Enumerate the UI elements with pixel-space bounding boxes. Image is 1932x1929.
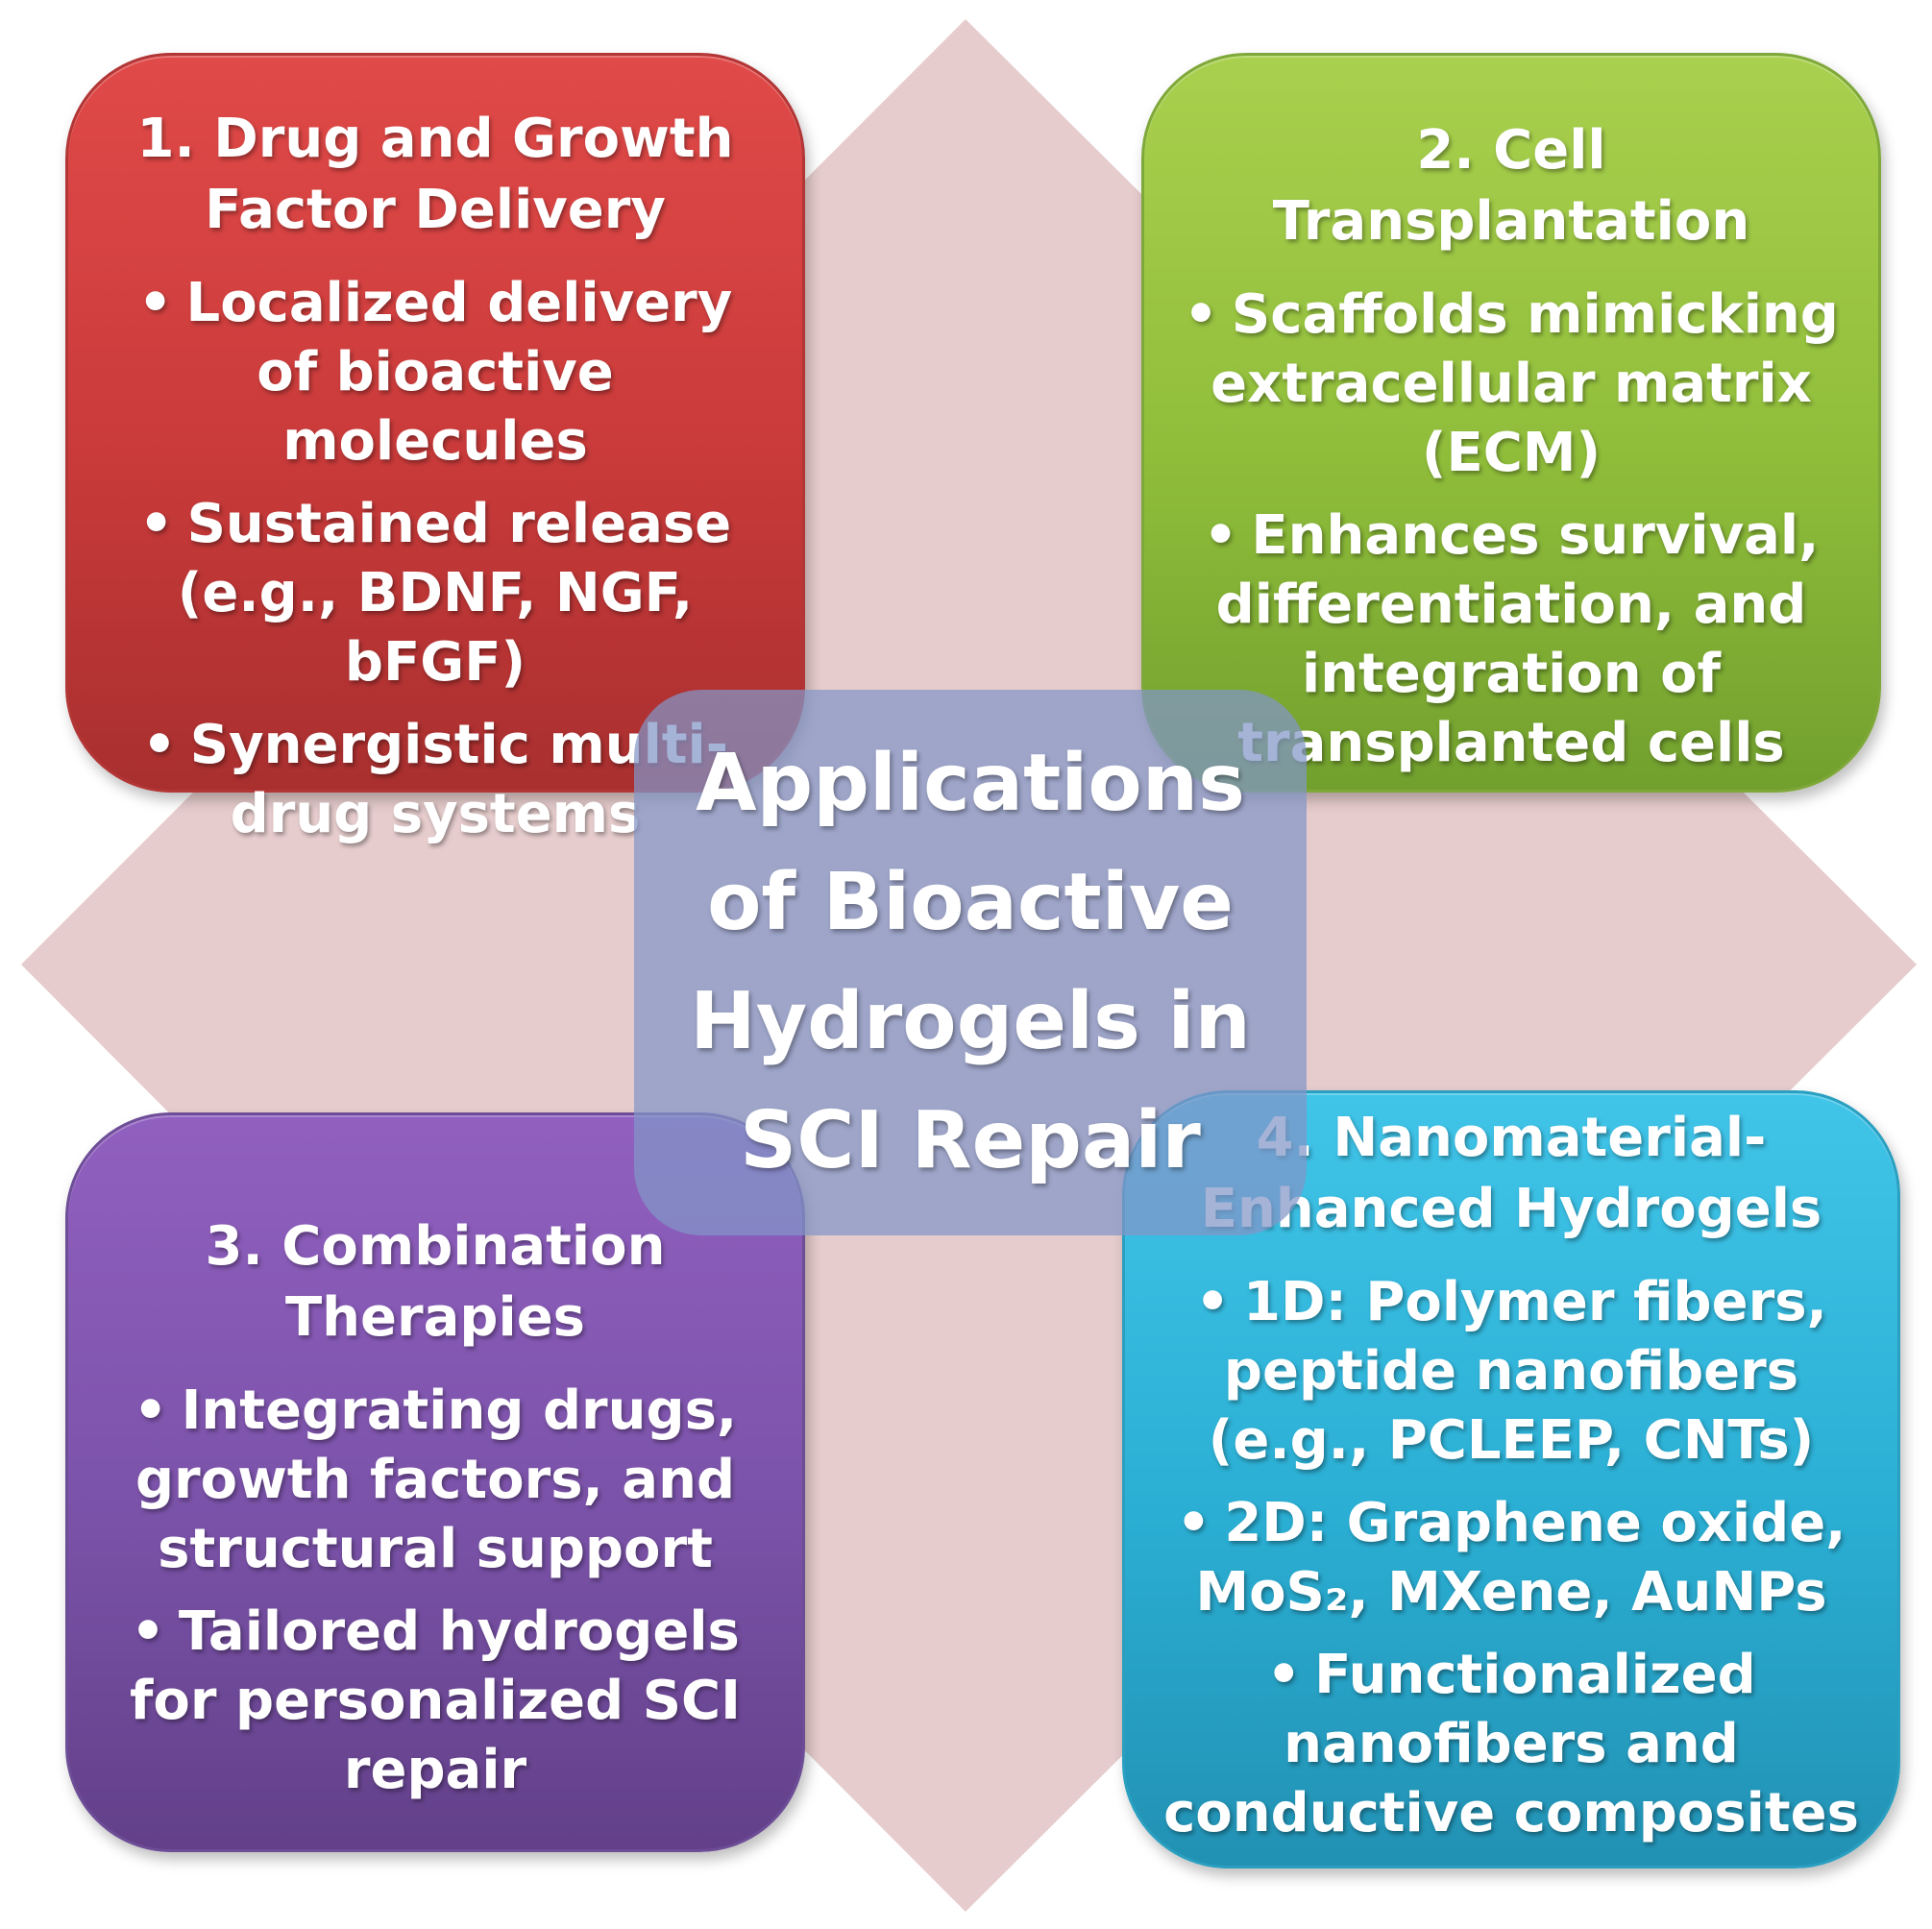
bullet-icon: •	[1266, 1644, 1302, 1706]
combination-therapies-item-1-text: Integrating drugs, growth factors, and s…	[135, 1380, 738, 1580]
bullet-icon: •	[1184, 283, 1218, 346]
combination-therapies-title: 3. Combination Therapies	[205, 1215, 666, 1349]
nanomaterial-item-1-text: 1D: Polymer fibers, peptide nanofibers (…	[1208, 1271, 1827, 1472]
nanomaterial-item-2: •2D: Graphene oxide, MoS₂, MXene, AuNPs	[1154, 1489, 1869, 1627]
cell-transplantation-item-2-text: Enhances survival, differentiation, and …	[1215, 504, 1820, 774]
bullet-icon: •	[1203, 504, 1238, 567]
combination-therapies-box: 3. Combination Therapies •Integrating dr…	[65, 1112, 805, 1852]
combination-therapies-item-2: •Tailored hydrogels for personalized SCI…	[107, 1598, 764, 1805]
center-title: Applications of Bioactive Hydrogels in S…	[690, 738, 1251, 1186]
combination-therapies-item-2-text: Tailored hydrogels for personalized SCI …	[130, 1600, 741, 1801]
bullet-icon: •	[1176, 1492, 1211, 1554]
cell-transplantation-item-1: •Scaffolds mimicking extracellular matri…	[1183, 281, 1840, 488]
drug-delivery-item-2-text: Sustained release (e.g., BDNF, NGF, bFGF…	[177, 493, 732, 694]
nanomaterial-item-1: •1D: Polymer fibers, peptide nanofibers …	[1154, 1268, 1869, 1476]
nanomaterial-item-3: •Functionalized nanofibers and conductiv…	[1154, 1641, 1869, 1848]
cell-transplantation-item-1-text: Scaffolds mimicking extracellular matrix…	[1211, 283, 1839, 484]
drug-delivery-box: 1. Drug and Growth Factor Delivery •Loca…	[65, 53, 805, 845]
cell-transplantation-box: 2. Cell Transplantation •Scaffolds mimic…	[1141, 53, 1881, 793]
bullet-icon: •	[142, 714, 177, 776]
bullet-icon: •	[131, 1600, 165, 1663]
drug-delivery-title: 1. Drug and Growth Factor Delivery	[136, 108, 734, 241]
nanomaterial-item-3-text: Functionalized nanofibers and conductive…	[1163, 1644, 1859, 1844]
bullet-icon: •	[138, 493, 174, 555]
nanomaterial-title: 4. Nanomaterial-Enhanced Hydrogels	[1200, 1107, 1822, 1240]
combination-therapies-item-1: •Integrating drugs, growth factors, and …	[107, 1377, 764, 1584]
nanomaterial-item-2-text: 2D: Graphene oxide, MoS₂, MXene, AuNPs	[1195, 1492, 1846, 1624]
bullet-icon: •	[1195, 1271, 1230, 1333]
bullet-icon: •	[133, 1380, 168, 1442]
cell-transplantation-item-2: •Enhances survival, differentiation, and…	[1183, 501, 1840, 778]
drug-delivery-item-1: •Localized delivery of bioactive molecul…	[107, 269, 764, 476]
bullet-icon: •	[137, 272, 173, 334]
center-title-box: Applications of Bioactive Hydrogels in S…	[634, 690, 1307, 1235]
drug-delivery-item-2: •Sustained release (e.g., BDNF, NGF, bFG…	[107, 490, 764, 697]
cell-transplantation-title: 2. Cell Transplantation	[1272, 119, 1750, 253]
drug-delivery-item-1-text: Localized delivery of bioactive molecule…	[185, 272, 733, 473]
